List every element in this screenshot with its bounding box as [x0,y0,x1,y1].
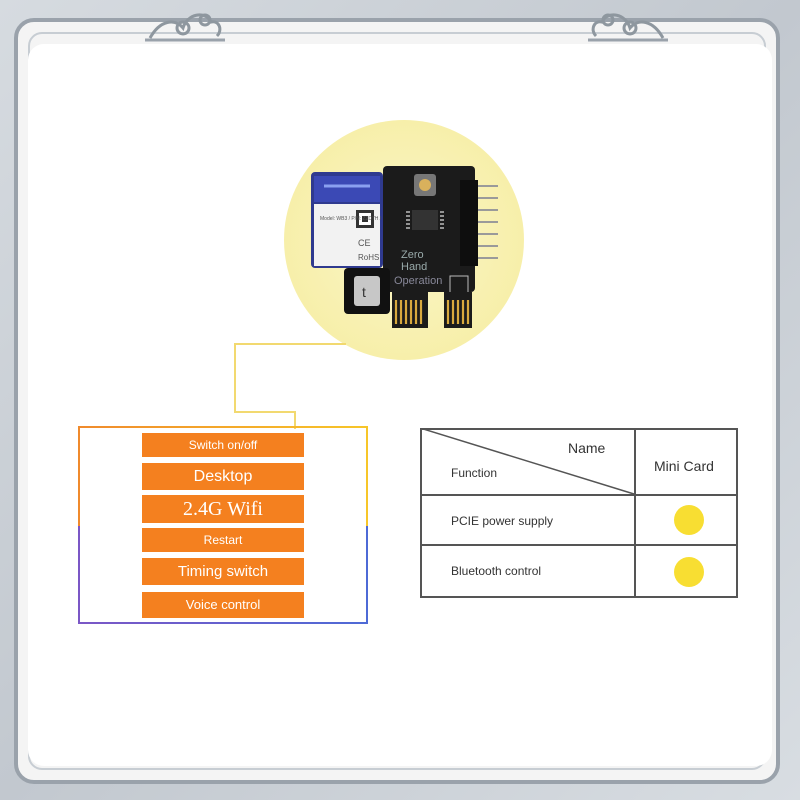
cloud-ornament-left-icon [145,13,225,42]
table-corner-function: Function [451,466,498,480]
restart-button[interactable]: Restart [142,528,304,552]
wifi-button[interactable]: 2.4G Wifi [142,495,304,523]
svg-text:Hand: Hand [401,261,427,273]
table-column-header: Mini Card [654,458,714,474]
svg-text:CE: CE [358,238,371,248]
table-row-label: Bluetooth control [451,564,542,578]
voice-control-button[interactable]: Voice control [142,592,304,618]
supported-indicator-dot [674,557,704,587]
connector-line [294,411,296,429]
timing-switch-button[interactable]: Timing switch [142,558,304,585]
svg-text:Zero: Zero [401,249,424,261]
chip-letter: t [362,284,366,300]
switch-on-off-button[interactable]: Switch on/off [142,433,304,457]
table-corner-name: Name [568,440,606,456]
svg-text:RoHS: RoHS [358,253,379,262]
connector-line [234,411,296,413]
table-row-label: PCIE power supply [451,514,554,528]
connector-line [234,343,236,413]
supported-indicator-dot [674,505,704,535]
desktop-button[interactable]: Desktop [142,463,304,490]
cloud-ornament-right-icon [588,13,668,42]
table-header-diagonal [420,428,635,495]
comparison-table [420,428,738,598]
connector-line [234,343,346,345]
svg-text:Operation: Operation [394,275,442,287]
module-label: Model: WB3 / P/N: Z2D7H / S/N: 1023-0002… [320,216,422,222]
switch-board-image: Model: WB3 / P/N: Z2D7H / S/N: 1023-0002… [311,166,498,328]
